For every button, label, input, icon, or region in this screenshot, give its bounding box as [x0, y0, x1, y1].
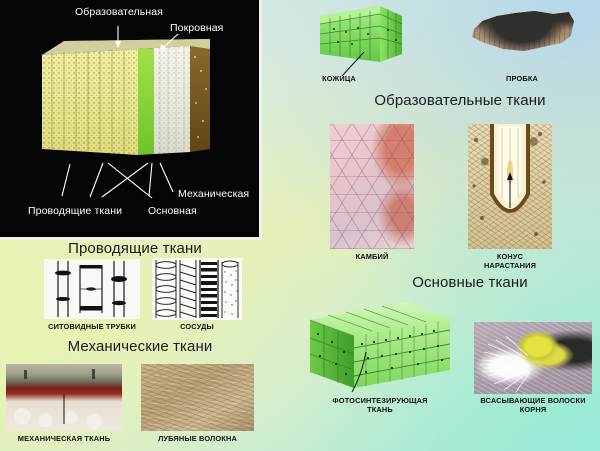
diagram-label-obrazovatelnaya: Образовательная [75, 6, 163, 18]
caption-fotosinteziruyushchaya-tkan: ФОТОСИНТЕЗИРУЮЩАЯ ТКАНЬ [332, 396, 428, 415]
caption-sosudy: СОСУДЫ [180, 322, 214, 331]
caption-kozhica: КОЖИЦА [322, 74, 356, 83]
heading-osnovnye-tkani: Основные ткани [412, 274, 528, 291]
figure-lubyanye-volokna [141, 364, 254, 431]
diagram-label-mehanicheskaya: Механическая [178, 188, 250, 200]
heading-provodyashchie-tkani: Проводящие ткани [68, 240, 202, 257]
caption-mehanicheskaya-tkan: МЕХАНИЧЕСКАЯ ТКАНЬ [17, 434, 111, 443]
caption-probka: ПРОБКА [506, 74, 538, 83]
diagram-label-pokrovnaya: Покровная [170, 22, 224, 34]
stem-block-illustration [38, 39, 214, 163]
figure-kozhica [318, 4, 404, 64]
diagram-label-provodyashchie: Проводящие ткани [28, 205, 123, 217]
figure-probka [472, 11, 574, 51]
figure-sosudy [152, 258, 242, 320]
kozhica-leader-line [341, 52, 365, 77]
caption-kambiy: КАМБИЙ [355, 252, 389, 261]
diagram-label-osnovnaya: Основная [148, 205, 197, 217]
stem-diagram-panel: Образовательная Покровная Механическая О… [0, 0, 262, 240]
heading-obrazovatelnye-tkani: Образовательные ткани [374, 92, 546, 109]
heading-mehanicheskie-tkani: Механические ткани [67, 338, 213, 355]
caption-vsasyvayushchie-voloski-kornya: ВСАСЫВАЮЩИЕ ВОЛОСКИ КОРНЯ [480, 396, 586, 415]
figure-konus-narastaniya [468, 124, 552, 249]
caption-lubyanye-volokna: ЛУБЯНЫЕ ВОЛОКНА [158, 434, 237, 443]
figure-fotosinteziruyushchaya-tkan [306, 300, 454, 394]
caption-konus-narastaniya: КОНУС НАРАСТАНИЯ [483, 252, 537, 271]
figure-vsasyvayushchie-voloski-kornya [474, 322, 592, 394]
figure-sitovidnye-trubki [44, 259, 140, 319]
diagram-leader-lines [61, 26, 179, 199]
figure-kambiy [330, 124, 414, 249]
figure-mehanicheskaya-tkan [6, 364, 122, 431]
caption-sitovidnye-trubki: СИТОВИДНЫЕ ТРУБКИ [48, 322, 136, 331]
